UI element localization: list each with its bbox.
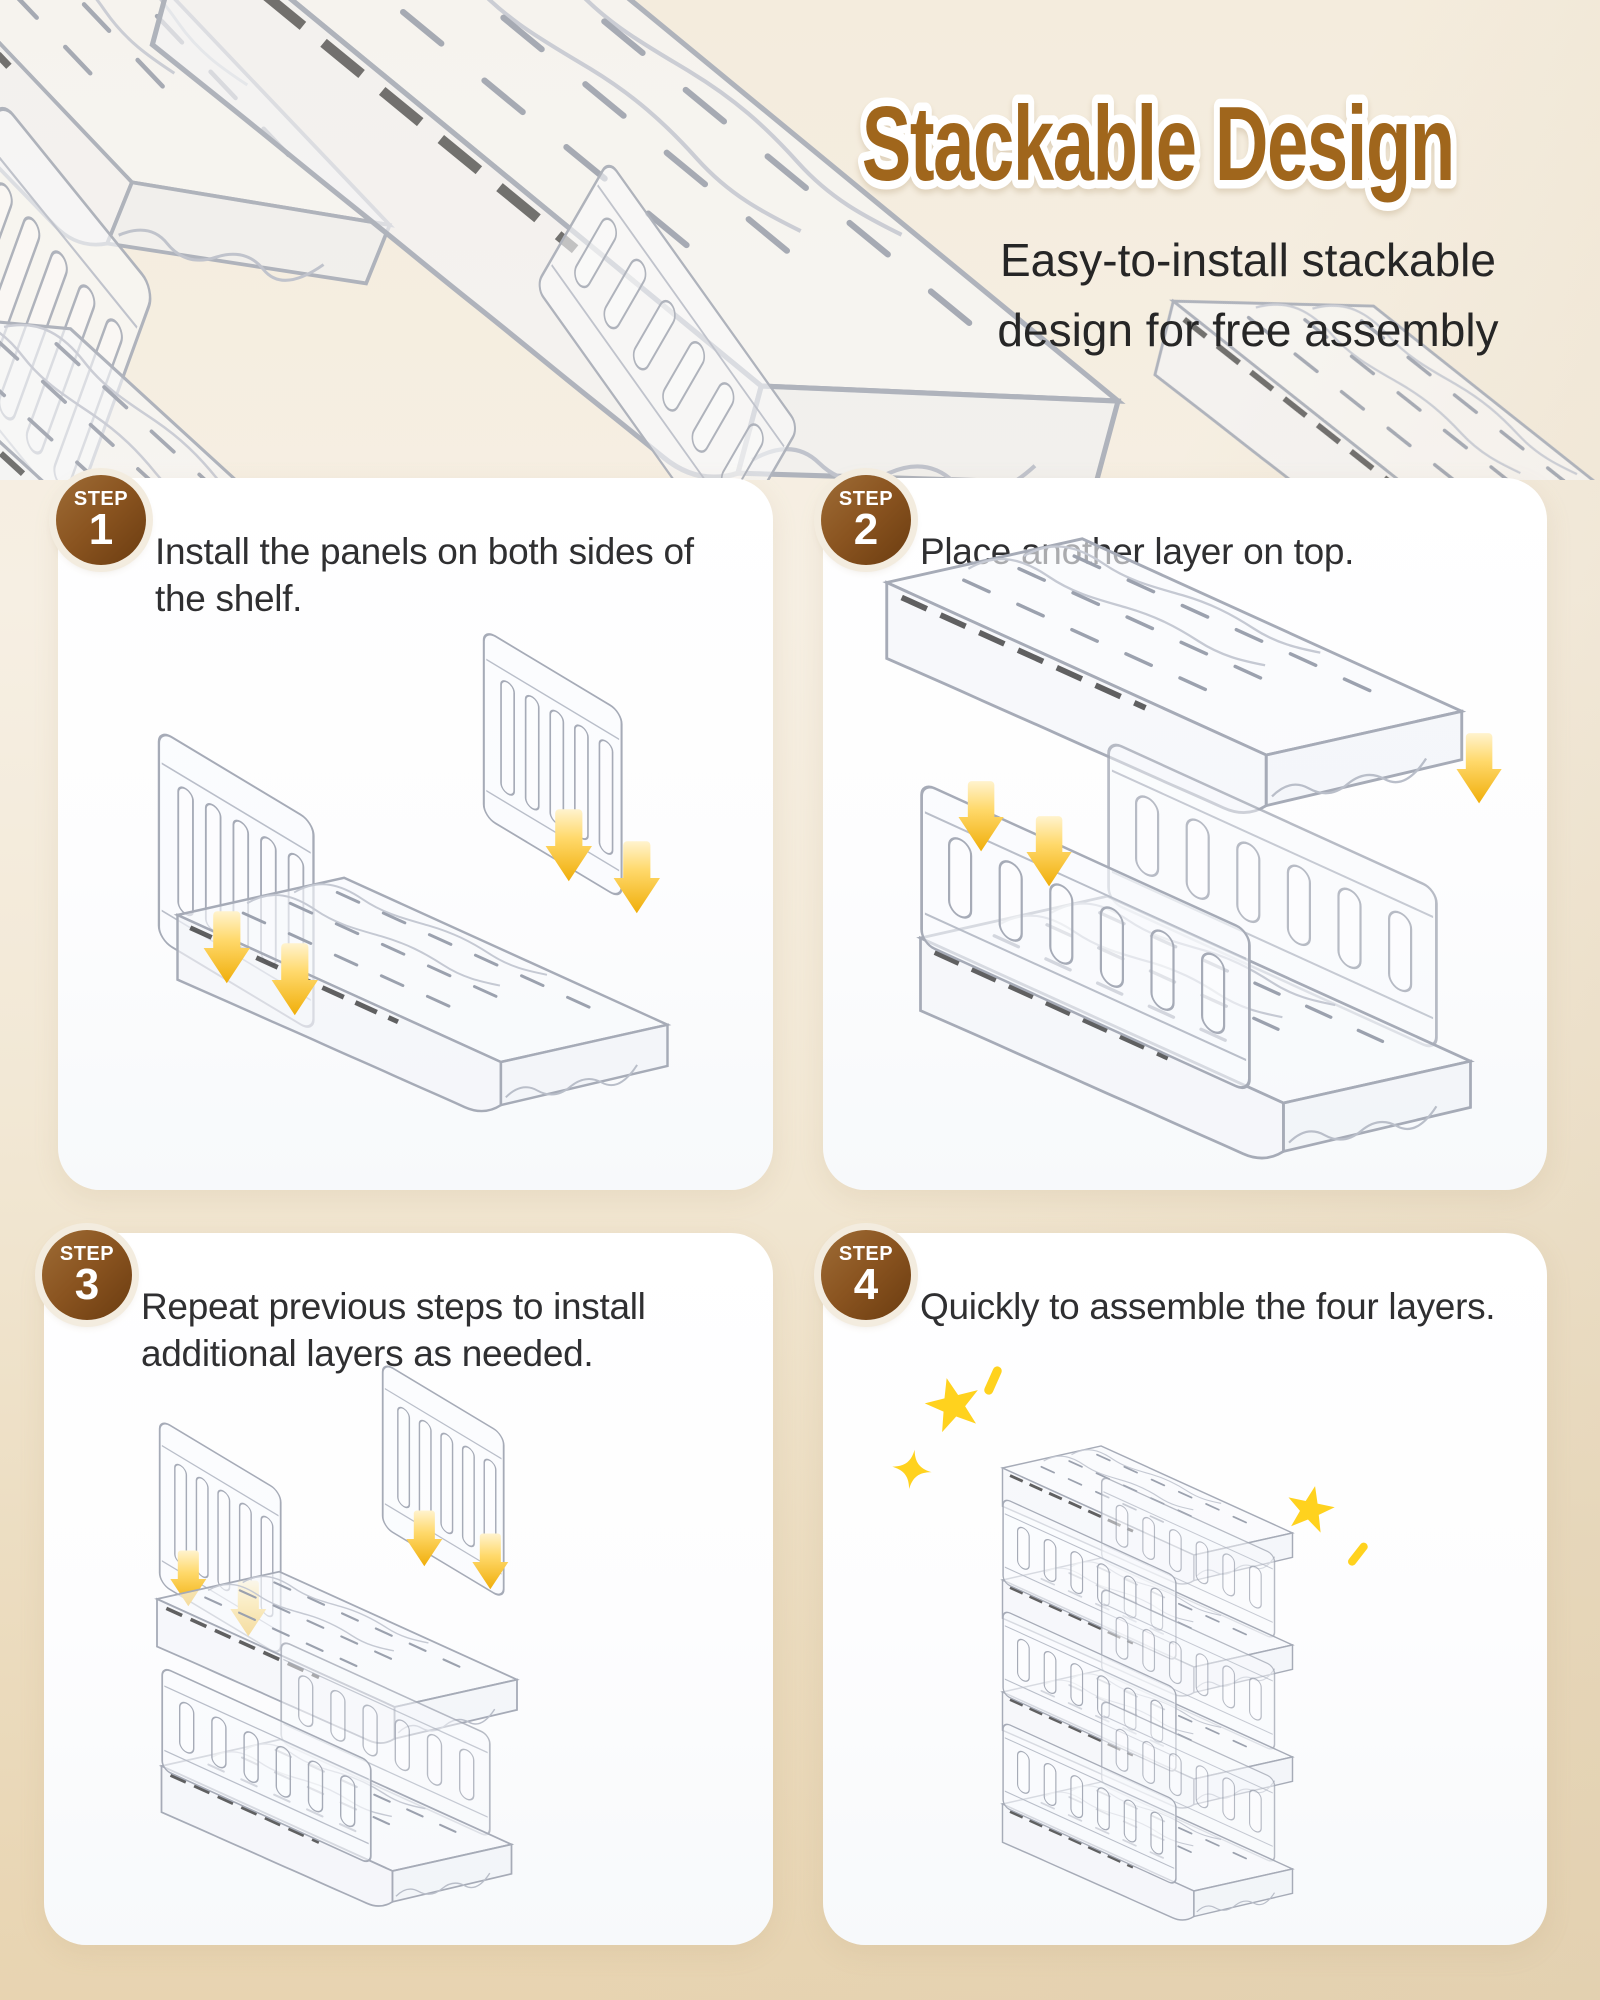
step-1-card: STEP 1 Install the panels on both sides … (56, 475, 773, 1190)
step-2-badge: STEP 2 (821, 475, 911, 565)
step-label: STEP (838, 1243, 894, 1265)
step-label: STEP (73, 488, 129, 510)
step-1-text: Install the panels on both sides of the … (155, 531, 694, 619)
step-number: 4 (853, 1260, 879, 1309)
step-1-badge: STEP 1 (56, 475, 146, 565)
subtitle-line-1: Easy-to-install stackable (1000, 234, 1496, 286)
header: Stackable Design (855, 78, 1463, 210)
step-2-illustration (823, 478, 1502, 1190)
step-3-badge: STEP 3 (42, 1230, 132, 1320)
sparkle-stars (889, 1365, 1370, 1568)
step-4-badge: STEP 4 (821, 1230, 911, 1320)
tray-3d-piece (0, 263, 463, 480)
step-label: STEP (59, 1243, 115, 1265)
page-subtitle: Easy-to-install stackable design for fre… (898, 225, 1598, 365)
step-number: 2 (853, 505, 879, 554)
step-number: 1 (88, 505, 114, 554)
step-2-text: Place another layer on top. (920, 531, 1355, 572)
step-4-text: Quickly to assemble the four layers. (920, 1286, 1496, 1327)
step-3-card: STEP 3 Repeat previous steps to install … (42, 1230, 773, 1945)
step-4-illustration (889, 1365, 1370, 1945)
step-number: 3 (74, 1260, 100, 1309)
step-2-card: STEP 2 Place another layer on top. (821, 475, 1547, 1190)
step-label: STEP (838, 488, 894, 510)
step-4-card: STEP 4 Quickly to assemble the four laye… (821, 1230, 1547, 1945)
page-title: Stackable Design (862, 85, 1454, 203)
subtitle-line-2: design for free assembly (997, 304, 1499, 356)
step-3-text: Repeat previous steps to install additio… (141, 1286, 646, 1374)
